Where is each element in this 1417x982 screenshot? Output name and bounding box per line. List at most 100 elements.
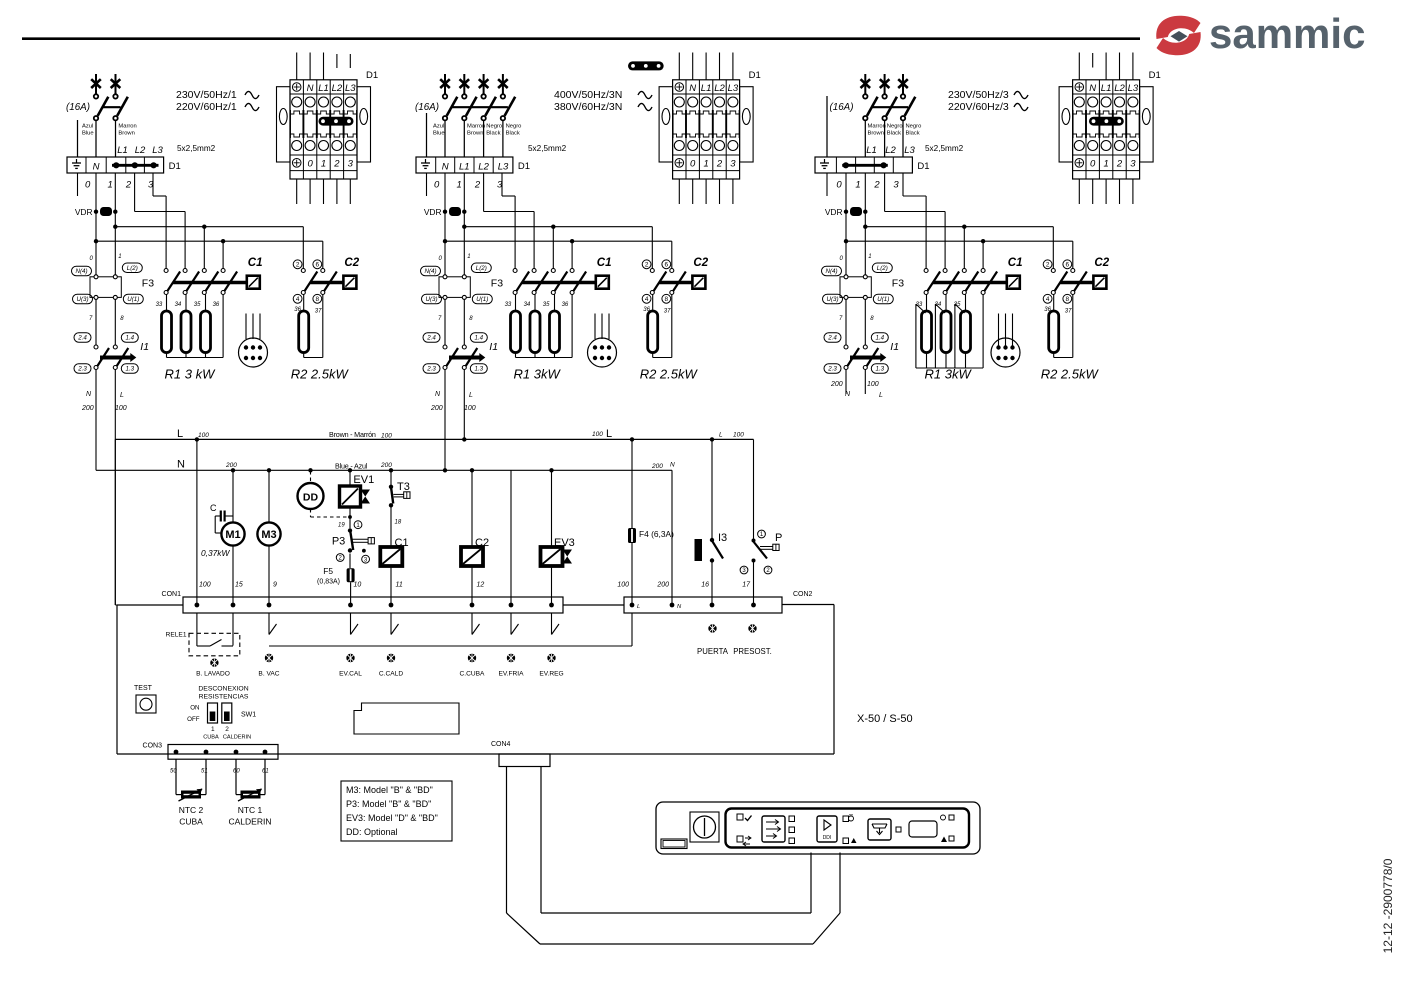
svg-text:L1: L1 [1101, 83, 1112, 94]
svg-text:M3: M3 [261, 529, 276, 541]
svg-text:C: C [210, 503, 217, 513]
svg-text:C1: C1 [597, 257, 612, 269]
svg-text:EV.CAL: EV.CAL [339, 671, 362, 678]
svg-text:1: 1 [467, 254, 470, 260]
svg-text:D1: D1 [366, 70, 378, 81]
svg-text:34: 34 [524, 302, 531, 308]
svg-text:U(3): U(3) [425, 296, 437, 303]
svg-text:D1: D1 [1149, 70, 1161, 81]
svg-text:CON3: CON3 [143, 743, 163, 750]
svg-text:D1: D1 [749, 70, 761, 81]
svg-text:33: 33 [156, 302, 163, 308]
svg-text:8: 8 [316, 296, 320, 303]
svg-text:220V/60Hz/1: 220V/60Hz/1 [176, 101, 237, 113]
svg-text:SW1: SW1 [241, 712, 256, 719]
svg-text:TEST: TEST [134, 685, 153, 692]
svg-text:Black: Black [887, 131, 901, 137]
svg-text:DESCONEXION: DESCONEXION [198, 686, 248, 693]
svg-text:U(1): U(1) [127, 296, 139, 303]
svg-text:Black: Black [506, 131, 520, 137]
svg-text:6: 6 [665, 262, 669, 269]
svg-text:N: N [689, 83, 696, 94]
svg-text:L: L [606, 428, 612, 440]
svg-text:100: 100 [381, 433, 392, 440]
svg-text:36: 36 [643, 307, 650, 313]
svg-text:(16A): (16A) [415, 102, 439, 113]
svg-text:3: 3 [1130, 159, 1136, 170]
svg-text:RELE1: RELE1 [166, 632, 187, 639]
svg-text:1.4: 1.4 [875, 335, 884, 342]
svg-text:4: 4 [645, 296, 649, 303]
svg-text:EV1: EV1 [353, 474, 374, 486]
svg-text:100: 100 [733, 432, 744, 439]
svg-text:7: 7 [839, 316, 843, 322]
svg-text:I1: I1 [890, 341, 899, 353]
svg-text:DD: Optional: DD: Optional [346, 827, 398, 837]
svg-text:51: 51 [201, 769, 208, 775]
svg-text:0: 0 [840, 256, 844, 262]
svg-text:L: L [719, 432, 723, 439]
svg-text:0,37kW: 0,37kW [201, 548, 230, 558]
svg-text:CUBA: CUBA [179, 817, 203, 827]
svg-text:L(2): L(2) [476, 265, 487, 272]
svg-text:L: L [469, 392, 473, 399]
svg-text:37: 37 [315, 309, 322, 315]
svg-text:18: 18 [395, 520, 402, 526]
svg-text:2: 2 [333, 159, 340, 170]
svg-text:L2: L2 [332, 83, 343, 94]
svg-text:2: 2 [766, 568, 770, 574]
svg-text:L2: L2 [885, 145, 896, 156]
svg-text:L1: L1 [318, 83, 329, 94]
svg-text:F3: F3 [142, 278, 154, 290]
svg-text:19: 19 [338, 523, 345, 529]
svg-text:EV.FRIA: EV.FRIA [498, 671, 524, 678]
svg-text:50: 50 [170, 769, 177, 775]
svg-text:15: 15 [235, 582, 243, 589]
svg-text:100: 100 [198, 432, 209, 439]
svg-text:0: 0 [434, 180, 440, 191]
svg-text:NTC 1: NTC 1 [238, 805, 263, 815]
svg-text:2.3: 2.3 [827, 366, 837, 373]
svg-text:Blue: Blue [433, 131, 445, 137]
svg-text:1: 1 [356, 523, 360, 529]
svg-text:C2: C2 [1094, 257, 1109, 269]
svg-text:3: 3 [730, 159, 736, 170]
svg-text:Brown: Brown [467, 131, 483, 137]
svg-text:220V/60Hz/3: 220V/60Hz/3 [948, 101, 1009, 113]
svg-text:2: 2 [645, 262, 649, 269]
svg-text:EV3: EV3 [554, 537, 575, 549]
svg-text:R2 2.5kW: R2 2.5kW [1041, 367, 1100, 382]
svg-text:I3: I3 [718, 532, 727, 544]
svg-text:200: 200 [81, 405, 94, 412]
svg-text:N: N [435, 391, 441, 398]
svg-text:2: 2 [225, 726, 229, 733]
svg-text:1.3: 1.3 [875, 366, 884, 373]
svg-text:L2: L2 [478, 162, 489, 173]
svg-text:R2 2.5kW: R2 2.5kW [640, 367, 699, 382]
svg-text:200: 200 [656, 582, 669, 589]
svg-text:36: 36 [1044, 307, 1051, 313]
svg-text:230V/50Hz/1: 230V/50Hz/1 [176, 89, 237, 101]
svg-text:100: 100 [464, 405, 476, 412]
svg-text:9: 9 [273, 582, 277, 589]
svg-text:0: 0 [85, 180, 91, 191]
svg-text:N: N [670, 462, 675, 469]
svg-text:2.3: 2.3 [77, 366, 87, 373]
svg-text:60: 60 [233, 769, 240, 775]
svg-text:1: 1 [321, 159, 326, 170]
svg-text:Negro: Negro [486, 124, 502, 130]
svg-text:P: P [775, 532, 782, 544]
svg-text:12-12 -2900778/0: 12-12 -2900778/0 [1381, 858, 1395, 953]
svg-text:Azul: Azul [82, 124, 93, 130]
svg-text:5x2,5mm2: 5x2,5mm2 [925, 144, 964, 153]
svg-text:230V/50Hz/3: 230V/50Hz/3 [948, 89, 1009, 101]
svg-text:U(3): U(3) [826, 296, 838, 303]
svg-text:0: 0 [307, 159, 313, 170]
svg-text:C.CUBA: C.CUBA [460, 671, 486, 678]
svg-text:M3: Model "B" & "BD": M3: Model "B" & "BD" [346, 785, 433, 795]
svg-text:L3: L3 [498, 162, 509, 173]
svg-text:16: 16 [701, 582, 709, 589]
svg-text:2: 2 [125, 180, 132, 191]
svg-text:U(3): U(3) [76, 296, 88, 303]
svg-text:L2: L2 [135, 145, 146, 156]
